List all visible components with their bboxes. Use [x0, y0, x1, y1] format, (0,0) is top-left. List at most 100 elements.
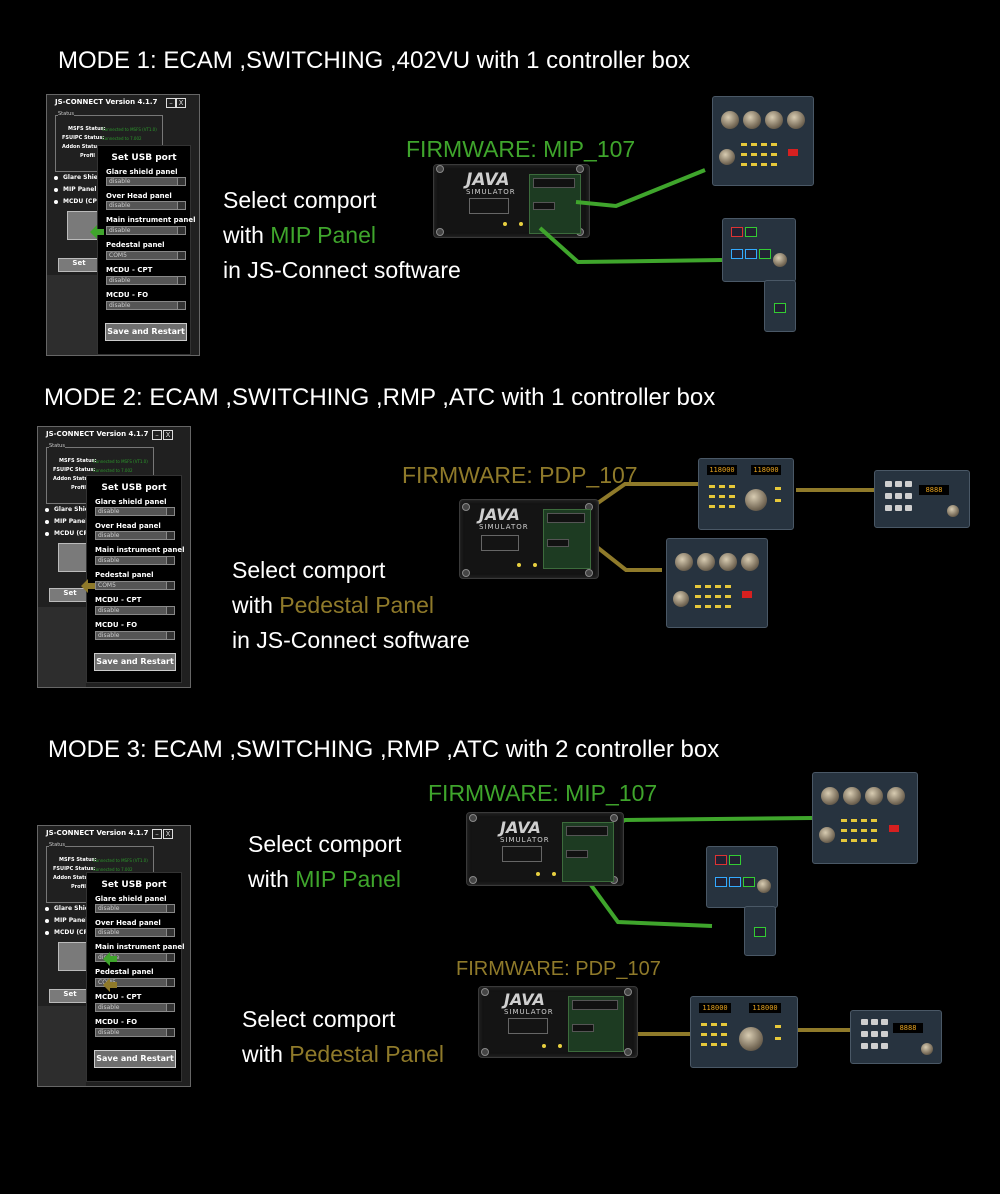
minimize-button[interactable]: –	[152, 829, 162, 839]
close-button[interactable]: X	[163, 829, 173, 839]
window-lower-area	[38, 607, 86, 687]
firmware-label-pdp: FIRMWARE: PDP_107	[402, 462, 638, 488]
msfs-status-label: MSFS Status:	[59, 458, 97, 464]
preview-block	[58, 942, 90, 971]
msfs-status-label: MSFS Status:	[68, 126, 106, 132]
instr-select: Select comport	[232, 557, 386, 583]
rmp-display: 118000	[699, 1003, 731, 1013]
field-label-overhead: Over Head panel	[95, 522, 161, 530]
select-mcdu-fo[interactable]: disable	[95, 1028, 175, 1037]
checkbox-mip-panel[interactable]: MIP Panel	[45, 917, 87, 924]
window-title: JS-CONNECT Version 4.1.7	[46, 829, 149, 837]
save-restart-button[interactable]: Save and Restart	[94, 1050, 176, 1068]
select-overhead[interactable]: disable	[95, 531, 175, 540]
atc-panel: 8888	[850, 1010, 942, 1064]
chevron-down-icon	[177, 252, 185, 259]
window-title: JS-CONNECT Version 4.1.7	[46, 430, 149, 438]
jsconnect-window: JS-CONNECT Version 4.1.7 – X Status MSFS…	[37, 426, 191, 688]
select-mcdu-cpt[interactable]: disable	[95, 1003, 175, 1012]
chevron-down-icon	[166, 557, 174, 564]
controller-sub: SIMULATOR	[504, 1008, 554, 1016]
field-label-pedestal: Pedestal panel	[95, 968, 154, 976]
select-mcdu-fo[interactable]: disable	[106, 301, 186, 310]
chevron-down-icon	[166, 1004, 174, 1011]
msfs-status-value: Connected to MSFS (VT1.0)	[93, 858, 148, 863]
firmware-label-mip: FIRMWARE: MIP_107	[406, 136, 636, 162]
mode-2-instructions: Select comport with Pedestal Panel in JS…	[232, 553, 470, 658]
profile-label: Profil	[80, 153, 95, 159]
usb-port-dialog: Set USB port Glare shield panel disable …	[86, 872, 185, 1082]
chevron-down-icon	[177, 178, 185, 185]
field-label-pedestal: Pedestal panel	[106, 241, 165, 249]
controller-brand: JAVA	[504, 990, 545, 1009]
addon-status-label: Addon Statu	[62, 144, 98, 150]
controller-box: JAVA SIMULATOR	[478, 982, 638, 1062]
select-main-instrument[interactable]: disable	[95, 556, 175, 565]
checkbox-mcdu-cpt[interactable]: MCDU (CP	[45, 929, 88, 936]
close-button[interactable]: X	[176, 98, 186, 108]
switching-panel-lower	[744, 906, 776, 956]
instr-software: in JS-Connect software	[223, 257, 461, 283]
field-label-glare: Glare shield panel	[95, 498, 167, 506]
select-mcdu-fo[interactable]: disable	[95, 631, 175, 640]
window-lower-area	[47, 275, 98, 355]
save-restart-button[interactable]: Save and Restart	[94, 653, 176, 671]
select-pedestal[interactable]: COM5	[106, 251, 186, 260]
select-glare-shield[interactable]: disable	[106, 177, 186, 186]
instr-with-line: with MIP Panel	[248, 866, 401, 892]
ecam-control-panel	[712, 96, 814, 186]
select-pedestal[interactable]: COM5	[95, 581, 175, 590]
chevron-down-icon	[166, 929, 174, 936]
controller-sub: SIMULATOR	[479, 523, 529, 531]
minimize-button[interactable]: –	[166, 98, 176, 108]
instr-with-line: with MIP Panel	[223, 222, 376, 248]
checkbox-glare-shield[interactable]: Glare Shie	[45, 506, 89, 513]
chevron-down-icon	[166, 632, 174, 639]
checkbox-mip-panel[interactable]: MIP Panel	[54, 186, 96, 193]
profile-label: Profil	[71, 884, 86, 890]
status-label: Status	[49, 443, 65, 449]
msfs-status-label: MSFS Status:	[59, 857, 97, 863]
checkbox-glare-shield[interactable]: Glare Shie	[54, 174, 98, 181]
mip-panel-highlight: MIP Panel	[295, 866, 401, 892]
mode-1-title: MODE 1: ECAM ,SWITCHING ,402VU with 1 co…	[58, 47, 691, 74]
field-label-mcdu-fo: MCDU - FO	[95, 621, 138, 629]
mode-1-instructions: Select comport with MIP Panel in JS-Conn…	[223, 183, 461, 288]
chevron-down-icon	[166, 905, 174, 912]
dialog-heading: Set USB port	[101, 483, 167, 493]
select-overhead[interactable]: disable	[106, 201, 186, 210]
controller-brand: JAVA	[479, 505, 520, 524]
select-glare-shield[interactable]: disable	[95, 507, 175, 516]
field-label-mip: Main instrument panel	[106, 216, 196, 224]
fsuipc-status-label: FSUIPC Status:	[62, 135, 105, 141]
checkbox-mcdu-cpt[interactable]: MCDU (CP	[54, 198, 97, 205]
pointer-arrow-icon	[81, 579, 95, 593]
usb-port-dialog: Set USB port Glare shield panel disable …	[97, 145, 196, 355]
atc-panel: 8888	[874, 470, 970, 528]
select-main-instrument[interactable]: disable	[106, 226, 186, 235]
pointer-arrow-icon	[103, 952, 117, 966]
instr-with-line: with Pedestal Panel	[232, 592, 435, 618]
firmware-label-pdp: FIRMWARE: PDP_107	[456, 958, 661, 980]
fsuipc-status-value: Connected to 7.002	[93, 468, 133, 473]
select-overhead[interactable]: disable	[95, 928, 175, 937]
field-label-mcdu-cpt: MCDU - CPT	[95, 596, 142, 604]
checkbox-mcdu-cpt[interactable]: MCDU (CP	[45, 530, 88, 537]
ecam-control-panel	[812, 772, 918, 864]
select-mcdu-cpt[interactable]: disable	[106, 276, 186, 285]
mip-panel-highlight: MIP Panel	[270, 222, 376, 248]
chevron-down-icon	[166, 508, 174, 515]
minimize-button[interactable]: –	[152, 430, 162, 440]
save-restart-button[interactable]: Save and Restart	[105, 323, 187, 341]
select-glare-shield[interactable]: disable	[95, 904, 175, 913]
set-button[interactable]: Set	[58, 258, 100, 272]
set-button[interactable]: Set	[49, 989, 91, 1003]
checkbox-glare-shield[interactable]: Glare Shie	[45, 905, 89, 912]
switching-panel-lower	[764, 280, 796, 332]
select-mcdu-cpt[interactable]: disable	[95, 606, 175, 615]
field-label-mcdu-cpt: MCDU - CPT	[106, 266, 153, 274]
instr-select: Select comport	[223, 187, 377, 213]
checkbox-mip-panel[interactable]: MIP Panel	[45, 518, 87, 525]
close-button[interactable]: X	[163, 430, 173, 440]
field-label-pedestal: Pedestal panel	[95, 571, 154, 579]
